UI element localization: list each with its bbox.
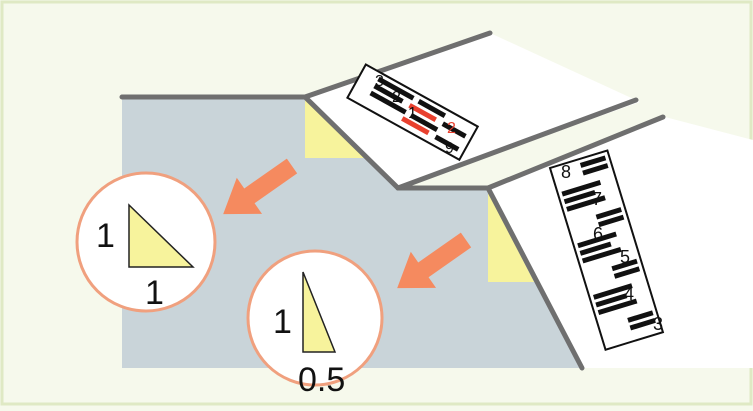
ground-surface-lines [119,30,666,371]
slope-triangle-1-to-1 [128,203,195,268]
callout-circle-left: 1 1 [75,171,217,313]
rise-label-left: 1 [96,217,115,255]
slope-triangle-1-to-0.5 [302,271,337,353]
callout-circle-right: 1 0.5 [246,249,384,399]
lower-ruler [548,149,665,351]
lower-ruler-number: 6 [593,224,603,244]
upper-ruler-number: 2 [392,89,401,106]
run-label-right: 0.5 [298,361,345,399]
rise-label-right: 1 [273,303,292,341]
run-label-left: 1 [145,274,164,312]
upper-ruler-highlight-number: 2 [447,120,456,137]
upper-ruler-number: 3 [375,73,384,90]
arrow-left [223,158,298,215]
upper-ruler [346,63,480,162]
lower-ruler-number: 5 [620,247,630,267]
lower-ruler-number: 7 [592,189,602,209]
ground-block [122,97,582,368]
upper-ruler-number: 9 [445,140,454,157]
upper-road [305,33,640,188]
lower-ruler-number: 4 [624,284,634,304]
arrow-right [397,232,472,289]
lower-ruler-number: 8 [561,162,571,182]
upper-ruler-number: 1 [408,105,417,122]
lower-ruler-number: 3 [653,314,663,334]
